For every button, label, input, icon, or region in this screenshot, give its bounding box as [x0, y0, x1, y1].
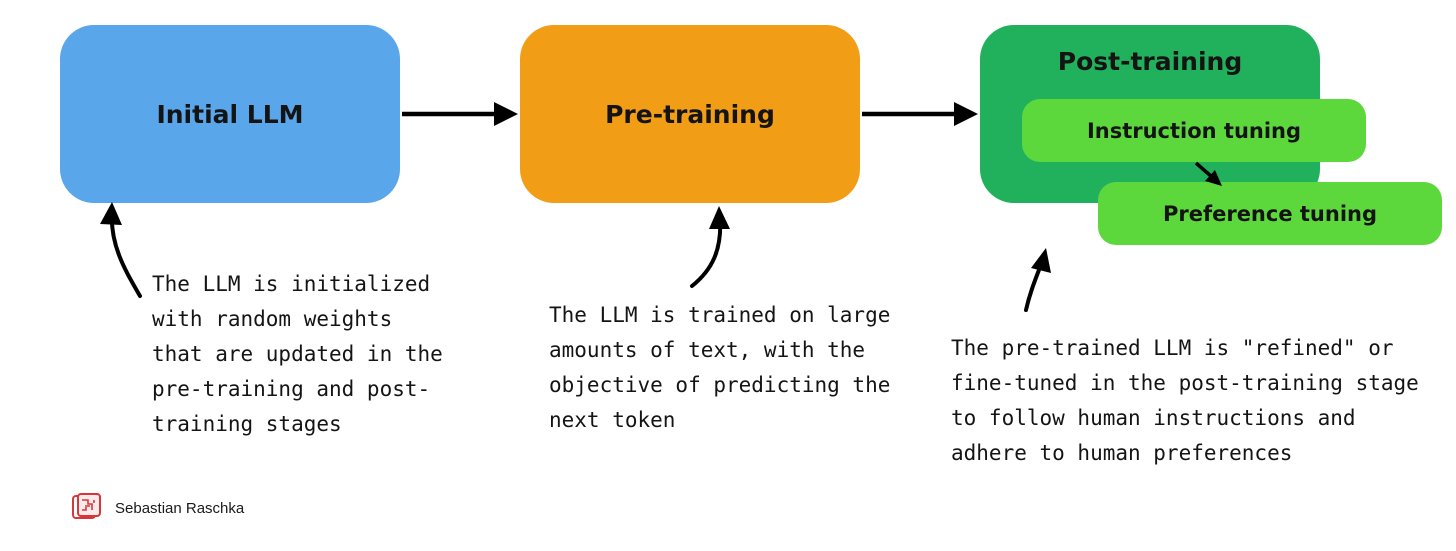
author-name: Sebastian Raschka: [115, 499, 245, 517]
pre-training-label: Pre-training: [605, 99, 775, 129]
arrow-note-posttraining: [1024, 248, 1051, 312]
instruction-tuning-box: Instruction tuning: [1022, 99, 1366, 162]
pre-training-box: Pre-training: [520, 25, 860, 203]
note-post-training: The pre-trained LLM is "refined" or fine…: [951, 336, 1419, 465]
arrow-initial-to-pretraining: [402, 102, 518, 126]
author-credit: Sebastian Raschka: [72, 492, 244, 524]
arrow-note-pretraining: [690, 206, 730, 288]
arrow-note-initial: [100, 202, 142, 298]
initial-llm-box: Initial LLM: [60, 25, 400, 203]
post-training-label: Post-training: [1057, 47, 1243, 76]
initial-llm-label: Initial LLM: [156, 99, 304, 129]
preference-tuning-box: Preference tuning: [1098, 182, 1442, 245]
arrow-pretraining-to-posttraining: [862, 102, 978, 126]
note-pre-training: The LLM is trained on large amounts of t…: [549, 303, 891, 432]
preference-tuning-label: Preference tuning: [1162, 201, 1378, 226]
note-initial-llm: The LLM is initialized with random weigh…: [152, 272, 443, 436]
instruction-tuning-label: Instruction tuning: [1086, 118, 1302, 143]
author-logo-icon: [72, 493, 101, 519]
